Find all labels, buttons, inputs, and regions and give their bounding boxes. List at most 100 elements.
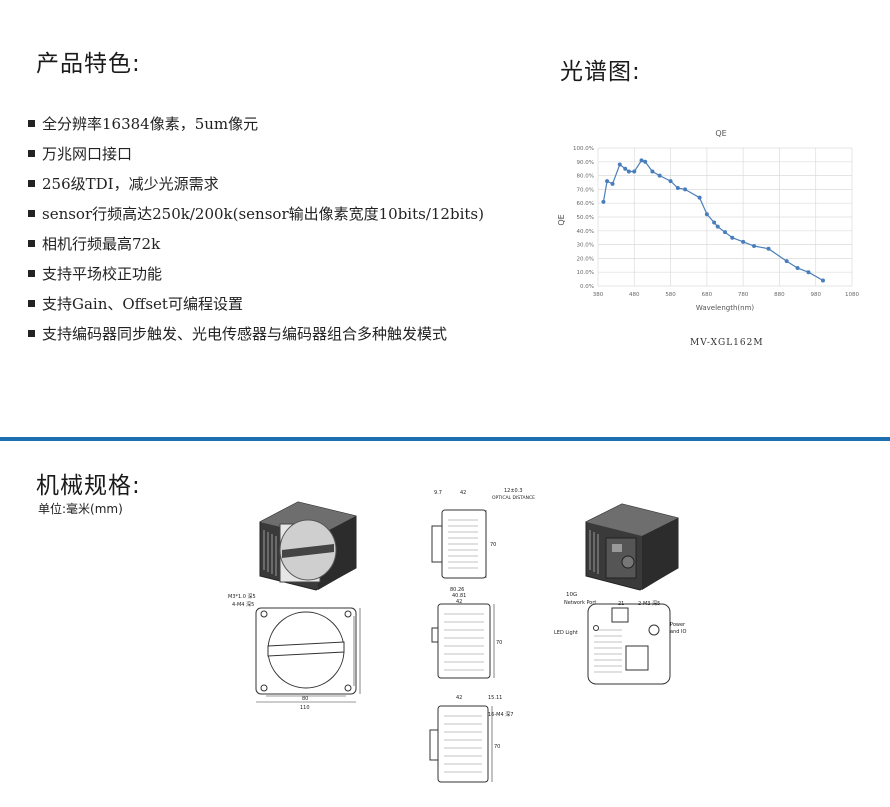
bullet-icon	[28, 119, 35, 127]
qe-point	[784, 259, 789, 264]
camera-side-view-top-drawing: 9.7 42 12±0.3 OPTICAL DISTANCE 70	[431, 488, 535, 579]
dim-text: 21	[618, 601, 624, 607]
dim-text: 40.81	[452, 593, 466, 599]
x-tick-label: 980	[810, 292, 821, 298]
feature-item: 相机行频最高72k	[28, 228, 548, 258]
mechanical-title: 机械规格:	[36, 473, 141, 499]
qe-point	[650, 169, 655, 174]
dim-text: 70	[494, 744, 500, 750]
feature-item: 支持编码器同步触发、光电传感器与编码器组合多种触发模式	[28, 318, 548, 348]
chart-caption: MV-XGL162M	[690, 338, 764, 348]
qe-point	[601, 199, 606, 204]
y-tick-label: 0.0%	[580, 284, 594, 290]
camera-side-view-bottom-drawing: 42 15.11 16-M4 深7 70	[429, 695, 513, 783]
qe-point	[712, 220, 717, 225]
x-axis-label: Wavelength(nm)	[696, 304, 755, 312]
qe-point	[617, 162, 622, 167]
qe-point	[623, 166, 628, 171]
qe-point	[730, 235, 735, 240]
feature-item: 256级TDI，减少光源需求	[28, 168, 548, 198]
y-tick-label: 30.0%	[577, 243, 594, 249]
dim-text: Network Port	[564, 600, 596, 606]
bullet-icon	[28, 269, 35, 277]
qe-point	[715, 224, 720, 229]
qe-point	[626, 169, 631, 174]
qe-point	[675, 186, 680, 191]
qe-point	[752, 243, 757, 248]
feature-text: 支持平场校正功能	[42, 264, 163, 283]
x-tick-label: 580	[665, 292, 676, 298]
dim-text: 80	[302, 696, 308, 702]
bullet-icon	[28, 209, 35, 217]
qe-point	[610, 181, 615, 186]
feature-item: 全分辨率16384像素，5um像元	[28, 108, 548, 138]
dim-text: 2-M3 深5	[638, 600, 660, 607]
camera-rear-3d-drawing	[585, 503, 679, 591]
y-tick-label: 50.0%	[577, 215, 594, 221]
feature-item: 支持平场校正功能	[28, 258, 548, 288]
feature-text: 256级TDI，减少光源需求	[42, 174, 219, 193]
y-tick-label: 60.0%	[577, 201, 594, 207]
dim-text: and IO	[670, 629, 686, 635]
qe-point	[683, 187, 688, 192]
y-axis-ticks: 0.0% 10.0% 20.0% 30.0% 40.0% 50.0% 60.0% 70.0% 8…	[573, 146, 594, 290]
y-tick-label: 100.0%	[573, 146, 594, 152]
x-tick-label: 880	[774, 292, 785, 298]
qe-point	[632, 169, 637, 174]
camera-side-view-middle-drawing: 80.26 40.81 42 70	[431, 587, 502, 679]
camera-rear-view-drawing: 10G Network Port 21 2-M3 深5 Power and IO…	[554, 592, 686, 685]
dim-text: 10G	[566, 592, 577, 598]
qe-point	[605, 179, 610, 184]
qe-point	[697, 195, 702, 200]
dim-text: 70	[496, 640, 502, 646]
unit-label: 单位:毫米(mm)	[38, 502, 123, 516]
y-tick-label: 40.0%	[577, 229, 594, 235]
bullet-icon	[28, 179, 35, 187]
y-tick-label: 70.0%	[577, 187, 594, 193]
dim-text: LED Light	[554, 630, 578, 636]
section-divider	[0, 437, 890, 441]
feature-text: 万兆网口接口	[42, 144, 133, 163]
y-tick-label: 20.0%	[577, 256, 594, 262]
dim-text: M3*1.0 深5	[228, 593, 256, 600]
qe-point	[668, 179, 673, 184]
dim-text: Power	[670, 622, 686, 628]
dim-text: OPTICAL DISTANCE	[492, 495, 535, 501]
qe-point	[704, 212, 709, 217]
dim-text: 16-M4 深7	[488, 711, 513, 718]
y-tick-label: 90.0%	[577, 160, 594, 166]
bullet-icon	[28, 149, 35, 157]
qe-chart: QE 0.0% 10.0% 20.0% 30.0% 40.0% 50.0% 60.0% 70.…	[557, 129, 860, 312]
qe-point	[741, 239, 746, 244]
qe-point	[766, 246, 771, 251]
qe-point	[639, 158, 644, 163]
camera-front-3d-drawing	[259, 501, 357, 591]
feature-item: 支持Gain、Offset可编程设置	[28, 288, 548, 318]
feature-item: sensor行频高达250k/200k(sensor输出像素宽度10bits/1…	[28, 198, 548, 228]
chart-title: QE	[715, 129, 726, 138]
dim-text: 15.11	[488, 695, 502, 701]
bullet-icon	[28, 239, 35, 247]
x-tick-label: 380	[593, 292, 604, 298]
y-tick-label: 80.0%	[577, 174, 594, 180]
qe-point	[657, 173, 662, 178]
dim-text: 110	[300, 705, 310, 711]
feature-text: 相机行频最高72k	[42, 234, 161, 253]
feature-item: 万兆网口接口	[28, 138, 548, 168]
qe-point	[806, 270, 811, 275]
qe-point	[643, 159, 648, 164]
qe-point	[820, 278, 825, 283]
dim-text: 70	[490, 542, 496, 548]
bullet-icon	[28, 299, 35, 307]
dim-text: 42	[456, 695, 462, 701]
feature-text: sensor行频高达250k/200k(sensor输出像素宽度10bits/1…	[42, 204, 484, 223]
camera-front-view-drawing: M3*1.0 深5 4-M4 深5 80 110	[228, 593, 361, 711]
qe-series	[601, 158, 825, 283]
feature-text: 支持Gain、Offset可编程设置	[42, 294, 243, 313]
x-tick-label: 1080	[845, 292, 859, 298]
y-tick-label: 10.0%	[577, 270, 594, 276]
x-tick-label: 780	[738, 292, 749, 298]
spectrum-title: 光谱图:	[560, 59, 641, 85]
feature-text: 全分辨率16384像素，5um像元	[42, 114, 259, 133]
